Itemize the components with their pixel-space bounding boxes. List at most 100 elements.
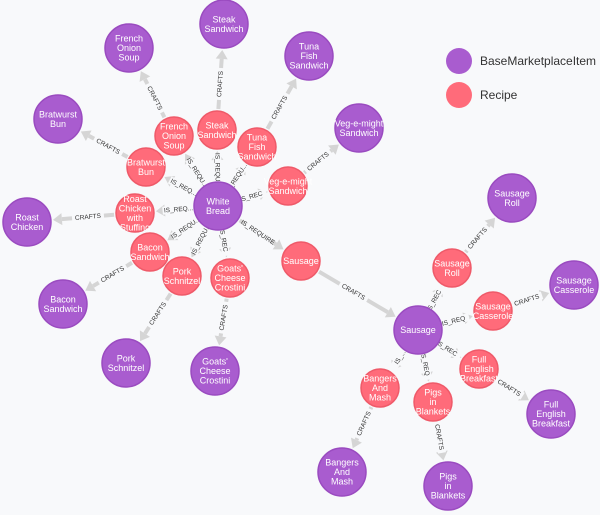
edge-label: IS_REC — [218, 228, 229, 253]
edge-label: CRAFTS — [148, 301, 168, 327]
node-label: Breakfast — [460, 374, 499, 384]
node-circle — [130, 232, 170, 272]
node-label: Casserole — [473, 311, 514, 321]
relationship-edge[interactable]: CRAFTS — [139, 71, 167, 119]
edge-label: CRAFTS — [306, 150, 331, 172]
node-label: Breakfast — [532, 419, 571, 429]
relationship-edge[interactable]: IS_REQUIRE — [238, 218, 284, 250]
node-label: Blankets — [431, 491, 466, 501]
relationship-edge[interactable]: CRAFTS — [350, 406, 375, 449]
relationship-edge[interactable]: IS_REQ — [417, 347, 433, 382]
node-circle — [199, 0, 249, 49]
node-item[interactable]: Sausage — [393, 305, 443, 355]
node-circle — [413, 382, 453, 422]
node-circle — [526, 389, 576, 439]
edge-label: IS_REQUIRE — [239, 219, 276, 247]
relationship-edge[interactable]: CRAFTS — [265, 78, 297, 130]
node-label: Chicken — [11, 222, 44, 232]
node-circle — [38, 279, 88, 329]
node-label: Crostini — [215, 283, 246, 293]
relationship-edge[interactable]: CRAFTS — [52, 211, 115, 226]
relationship-edge[interactable]: CRAFTS — [214, 49, 228, 110]
relationship-edge[interactable]: CRAFTS — [80, 130, 129, 159]
node-label: Bangers — [363, 374, 397, 384]
edge-label: CRAFTS — [433, 424, 445, 451]
edge-label: IS_REQU... — [185, 157, 209, 190]
relationship-edge[interactable]: IS_REC — [217, 223, 231, 258]
node-circle — [154, 116, 194, 156]
arrowhead-icon — [215, 49, 228, 60]
relationship-edge[interactable]: CRAFTS — [463, 217, 496, 254]
edge-label: CRAFTS — [467, 226, 490, 251]
node-label: Pigs — [424, 388, 442, 398]
relationship-edge[interactable]: CRAFTS — [85, 261, 134, 292]
relationship-edge[interactable]: CRAFTS — [214, 298, 231, 346]
node-label: French — [160, 122, 188, 132]
node-label: Veg-e-might — [335, 118, 384, 128]
relationship-edge[interactable]: CRAFTS — [432, 420, 448, 461]
relationship-edge[interactable]: CRAFTS — [302, 144, 339, 175]
arrowhead-icon — [328, 144, 339, 155]
node-circle — [2, 197, 52, 247]
node-circle — [33, 94, 83, 144]
relationship-edge[interactable]: IS_REC — [234, 188, 268, 205]
legend-item-recipe[interactable]: Recipe — [446, 78, 596, 112]
node-label: Sausage — [556, 275, 592, 285]
relationship-edge[interactable]: IS_REQU... — [185, 153, 209, 190]
relationship-edge[interactable]: CRAFTS — [493, 375, 529, 401]
node-label: Sausage — [494, 188, 530, 198]
node-label: Bangers — [325, 458, 359, 468]
node-label: Steak — [205, 120, 229, 130]
edge-label: CRAFTS — [270, 94, 289, 121]
relationship-edge[interactable]: IS_REQ... — [164, 176, 200, 199]
relationship-edge[interactable]: IS_REQ... — [155, 204, 195, 217]
node-circle — [473, 291, 513, 331]
relationship-edge[interactable]: CRAFTS — [139, 292, 173, 342]
relationship-edge[interactable]: IS_REQU... — [167, 215, 202, 241]
node-label: Goats' — [202, 357, 228, 367]
legend-item-base-marketplace-item[interactable]: BaseMarketplaceItem — [446, 44, 596, 78]
node-label: Schnitzel — [164, 276, 201, 286]
relationship-edge[interactable]: IS_REQU... — [211, 150, 224, 187]
node-label: Sandwich — [130, 252, 169, 262]
node-recipe[interactable]: Sausage — [281, 241, 321, 281]
relationship-edge[interactable]: CRAFTS — [318, 269, 396, 318]
node-label: Full — [472, 355, 487, 365]
node-label: Sandwich — [204, 24, 243, 34]
arrowhead-icon — [484, 217, 496, 229]
node-label: Bacon — [50, 294, 76, 304]
node-label: Bun — [50, 119, 66, 129]
relationship-edge[interactable]: CRAFTS — [510, 289, 550, 309]
node-label: Pork — [173, 266, 192, 276]
